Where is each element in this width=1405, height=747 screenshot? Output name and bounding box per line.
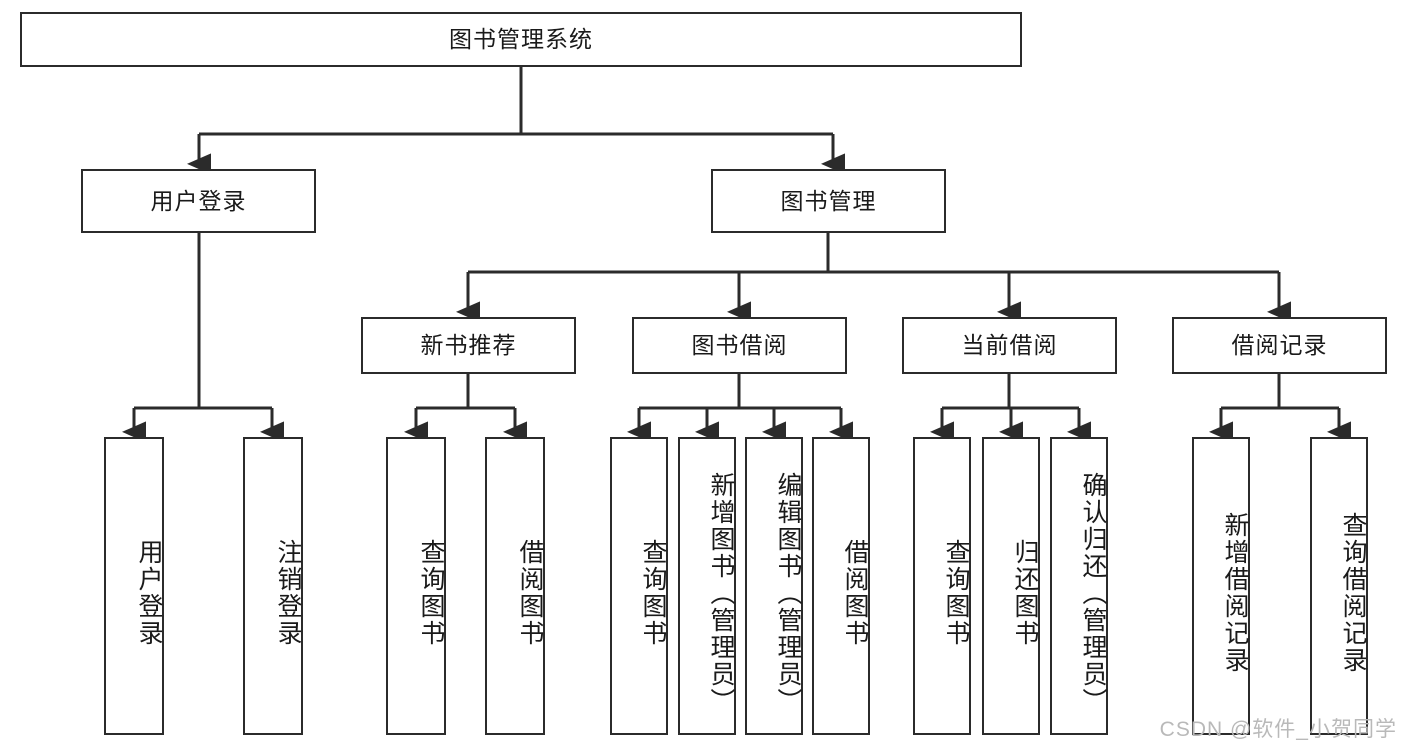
leaf-borrow-book-label: 借阅图书 [841,539,869,647]
leaf-add-borrow-record[interactable]: 新增借阅记录 [1192,437,1250,735]
leaf-borrow-book-recommend[interactable]: 借阅图书 [485,437,545,735]
leaf-query-book-recommend-label: 查询图书 [417,539,445,647]
node-new-book-recommend-label: 新书推荐 [420,332,517,358]
leaf-query-book-current-label: 查询图书 [942,539,970,647]
leaf-query-book-recommend[interactable]: 查询图书 [386,437,446,735]
node-root[interactable]: 图书管理系统 [20,12,1022,67]
leaf-add-book-admin[interactable]: 新增图书（管理员） [678,437,736,735]
leaf-logout-label: 注销登录 [274,539,302,647]
leaf-logout[interactable]: 注销登录 [243,437,303,735]
leaf-return-book[interactable]: 归还图书 [982,437,1040,735]
leaf-edit-book-admin-label: 编辑图书（管理员） [774,471,802,715]
node-current-borrow[interactable]: 当前借阅 [902,317,1117,374]
node-book-borrow-label: 图书借阅 [691,332,788,358]
node-book-borrow[interactable]: 图书借阅 [632,317,847,374]
leaf-add-borrow-record-label: 新增借阅记录 [1221,512,1249,674]
node-book-management[interactable]: 图书管理 [711,169,946,233]
leaf-query-book-borrow-label: 查询图书 [639,539,667,647]
leaf-edit-book-admin[interactable]: 编辑图书（管理员） [745,437,803,735]
leaf-user-login-label: 用户登录 [135,539,163,647]
leaf-query-borrow-record-label: 查询借阅记录 [1339,512,1367,674]
watermark-text: CSDN @软件_小贺同学 [1159,718,1397,741]
leaf-confirm-return-admin-label: 确认归还（管理员） [1079,471,1107,715]
node-root-label: 图书管理系统 [449,26,593,52]
node-borrow-records-label: 借阅记录 [1231,332,1328,358]
node-user-login[interactable]: 用户登录 [81,169,316,233]
node-current-borrow-label: 当前借阅 [961,332,1058,358]
leaf-confirm-return-admin[interactable]: 确认归还（管理员） [1050,437,1108,735]
leaf-user-login[interactable]: 用户登录 [104,437,164,735]
leaf-add-book-admin-label: 新增图书（管理员） [707,471,735,715]
leaf-borrow-book[interactable]: 借阅图书 [812,437,870,735]
node-book-management-label: 图书管理 [780,187,877,214]
leaf-query-book-current[interactable]: 查询图书 [913,437,971,735]
leaf-return-book-label: 归还图书 [1011,539,1039,647]
leaf-query-borrow-record[interactable]: 查询借阅记录 [1310,437,1368,735]
leaf-query-book-borrow[interactable]: 查询图书 [610,437,668,735]
node-borrow-records[interactable]: 借阅记录 [1172,317,1387,374]
node-user-login-label: 用户登录 [150,187,247,214]
node-new-book-recommend[interactable]: 新书推荐 [361,317,576,374]
leaf-borrow-book-recommend-label: 借阅图书 [516,539,544,647]
